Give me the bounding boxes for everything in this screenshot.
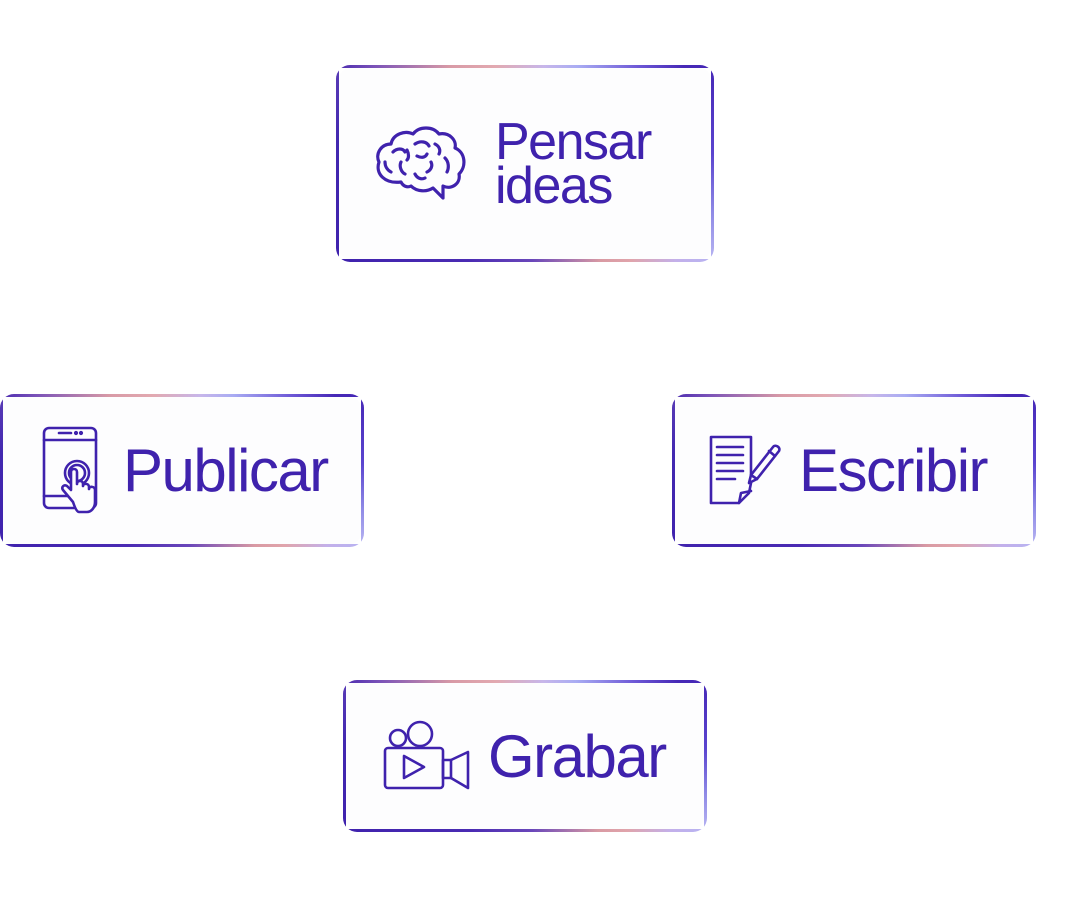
card-publicar[interactable]: Publicar	[0, 394, 364, 547]
card-body: Pensar ideas	[339, 68, 711, 259]
card-label: Publicar	[123, 437, 329, 504]
card-body: Grabar	[346, 683, 704, 829]
card-body: Publicar	[3, 397, 361, 544]
card-pensar-ideas[interactable]: Pensar ideas	[336, 65, 714, 262]
document-pencil-icon	[705, 431, 789, 511]
brain-icon	[371, 122, 471, 206]
card-escribir[interactable]: Escribir	[672, 394, 1036, 547]
card-label: Pensar ideas	[495, 112, 652, 215]
card-label-line-2: ideas	[495, 156, 613, 215]
card-grabar[interactable]: Grabar	[343, 680, 707, 832]
card-body: Escribir	[675, 397, 1033, 544]
tablet-touch-icon	[41, 426, 105, 516]
video-camera-icon	[382, 718, 472, 794]
card-label: Escribir	[799, 437, 989, 504]
card-label: Grabar	[488, 722, 667, 790]
card-label-line-1: Pensar	[495, 112, 652, 171]
